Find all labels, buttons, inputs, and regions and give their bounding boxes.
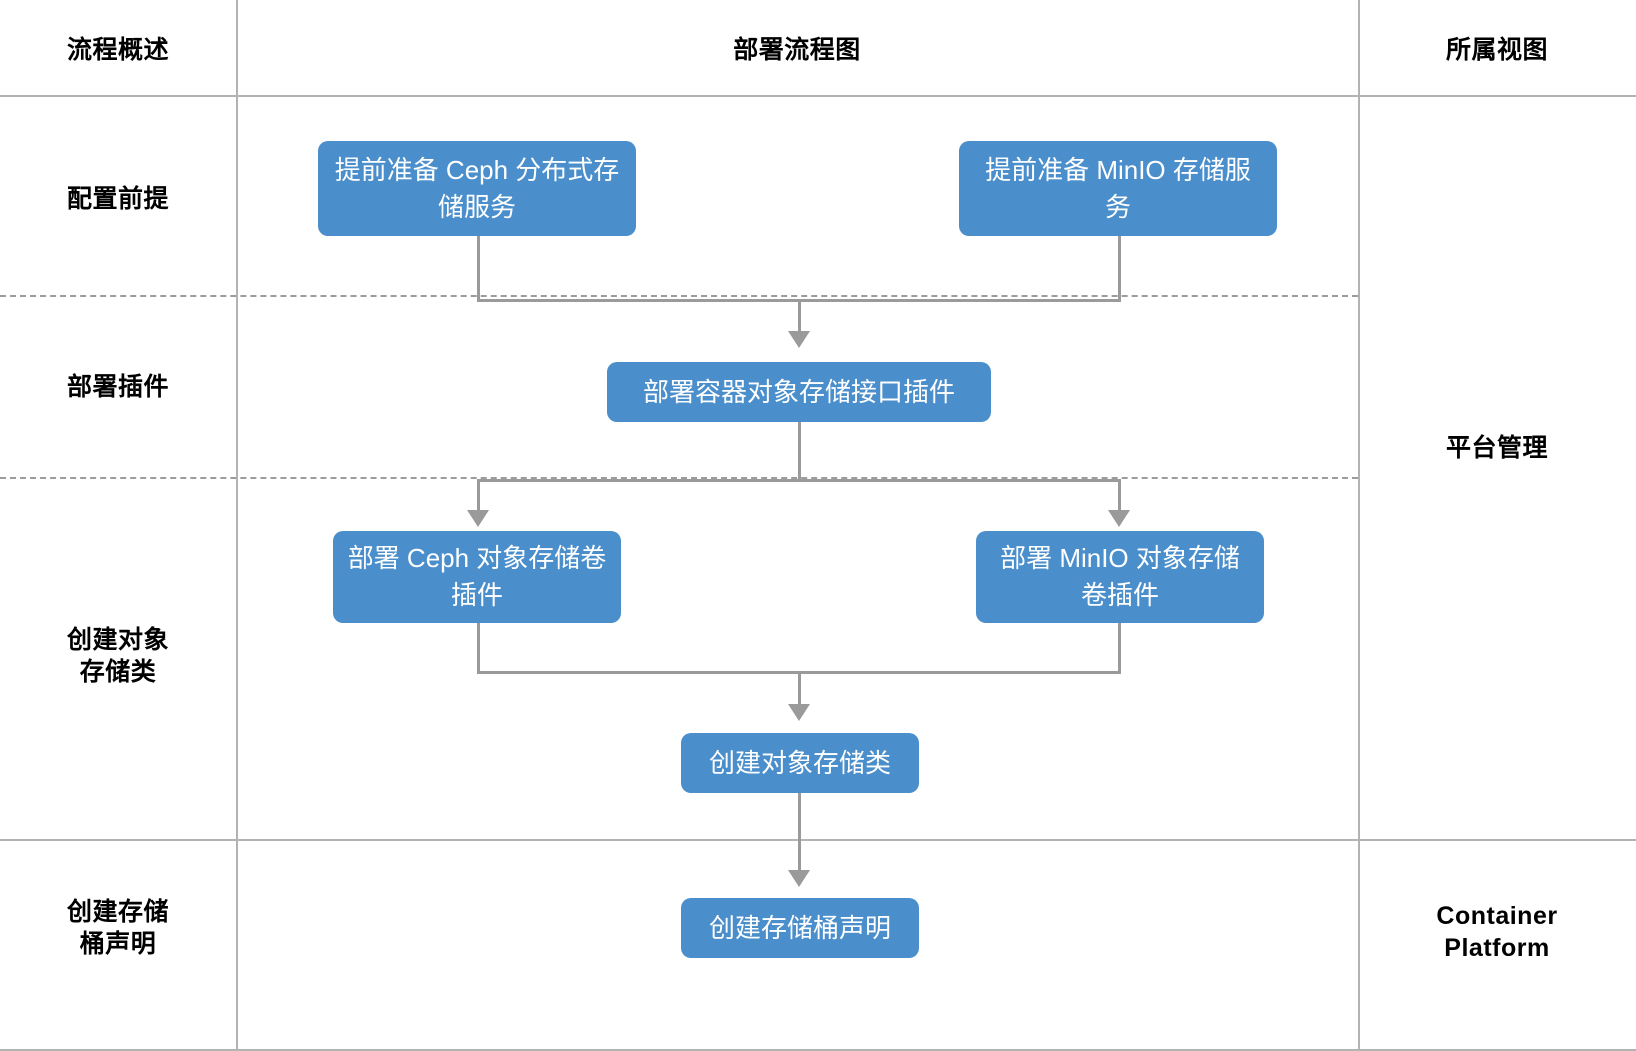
node-deploy-cosi-plugin[interactable]: 部署容器对象存储接口插件 <box>607 362 991 422</box>
node-prepare-ceph[interactable]: 提前准备 Ceph 分布式存储服务 <box>318 141 636 236</box>
connector-storage-class-down <box>798 793 801 875</box>
header-left: 流程概述 <box>66 36 169 64</box>
view-label-container-platform: Container Platform <box>1436 902 1558 962</box>
column-divider-left <box>236 0 238 1051</box>
connector-ceph-prep-down <box>477 235 480 301</box>
node-prepare-minio[interactable]: 提前准备 MinIO 存储服务 <box>959 141 1277 236</box>
node-create-object-storage-class[interactable]: 创建对象存储类 <box>681 733 919 793</box>
arrow-to-storage-class <box>788 704 810 721</box>
node-deploy-minio-volume-plugin[interactable]: 部署 MinIO 对象存储卷插件 <box>976 531 1264 623</box>
header-right: 所属视图 <box>1445 36 1548 64</box>
node-deploy-ceph-volume-plugin[interactable]: 部署 Ceph 对象存储卷插件 <box>333 531 621 623</box>
connector-cosi-split <box>477 479 1121 482</box>
row-label-create-bucket-claim: 创建存储 桶声明 <box>66 898 169 958</box>
phase-divider-prereq <box>0 295 1358 297</box>
arrow-to-ceph-driver <box>467 510 489 527</box>
connector-split-to-ceph-driver <box>477 479 480 514</box>
connector-ceph-driver-down <box>477 621 480 673</box>
row-separator-storage-class <box>0 839 1636 841</box>
row-label-deploy-plugin: 部署插件 <box>66 373 169 401</box>
row-separator-bottom <box>0 1049 1636 1051</box>
header-separator <box>0 95 1636 97</box>
row-label-create-storage-class: 创建对象 存储类 <box>66 626 169 686</box>
connector-minio-prep-down <box>1118 235 1121 301</box>
connector-minio-driver-down <box>1118 621 1121 673</box>
connector-merge-to-storage-class <box>798 671 801 710</box>
arrow-to-minio-driver <box>1108 510 1130 527</box>
view-label-platform-management: 平台管理 <box>1445 434 1548 462</box>
arrow-to-cosi <box>788 331 810 348</box>
header-center: 部署流程图 <box>733 36 861 64</box>
connector-split-to-minio-driver <box>1118 479 1121 514</box>
node-create-bucket-claim[interactable]: 创建存储桶声明 <box>681 898 919 958</box>
connector-merge-to-cosi <box>798 299 801 337</box>
arrow-to-bucket-claim <box>788 870 810 887</box>
row-label-prerequisite: 配置前提 <box>66 185 169 213</box>
column-divider-right <box>1358 0 1360 1051</box>
connector-cosi-down <box>798 421 801 481</box>
phase-divider-plugin <box>0 477 1358 479</box>
